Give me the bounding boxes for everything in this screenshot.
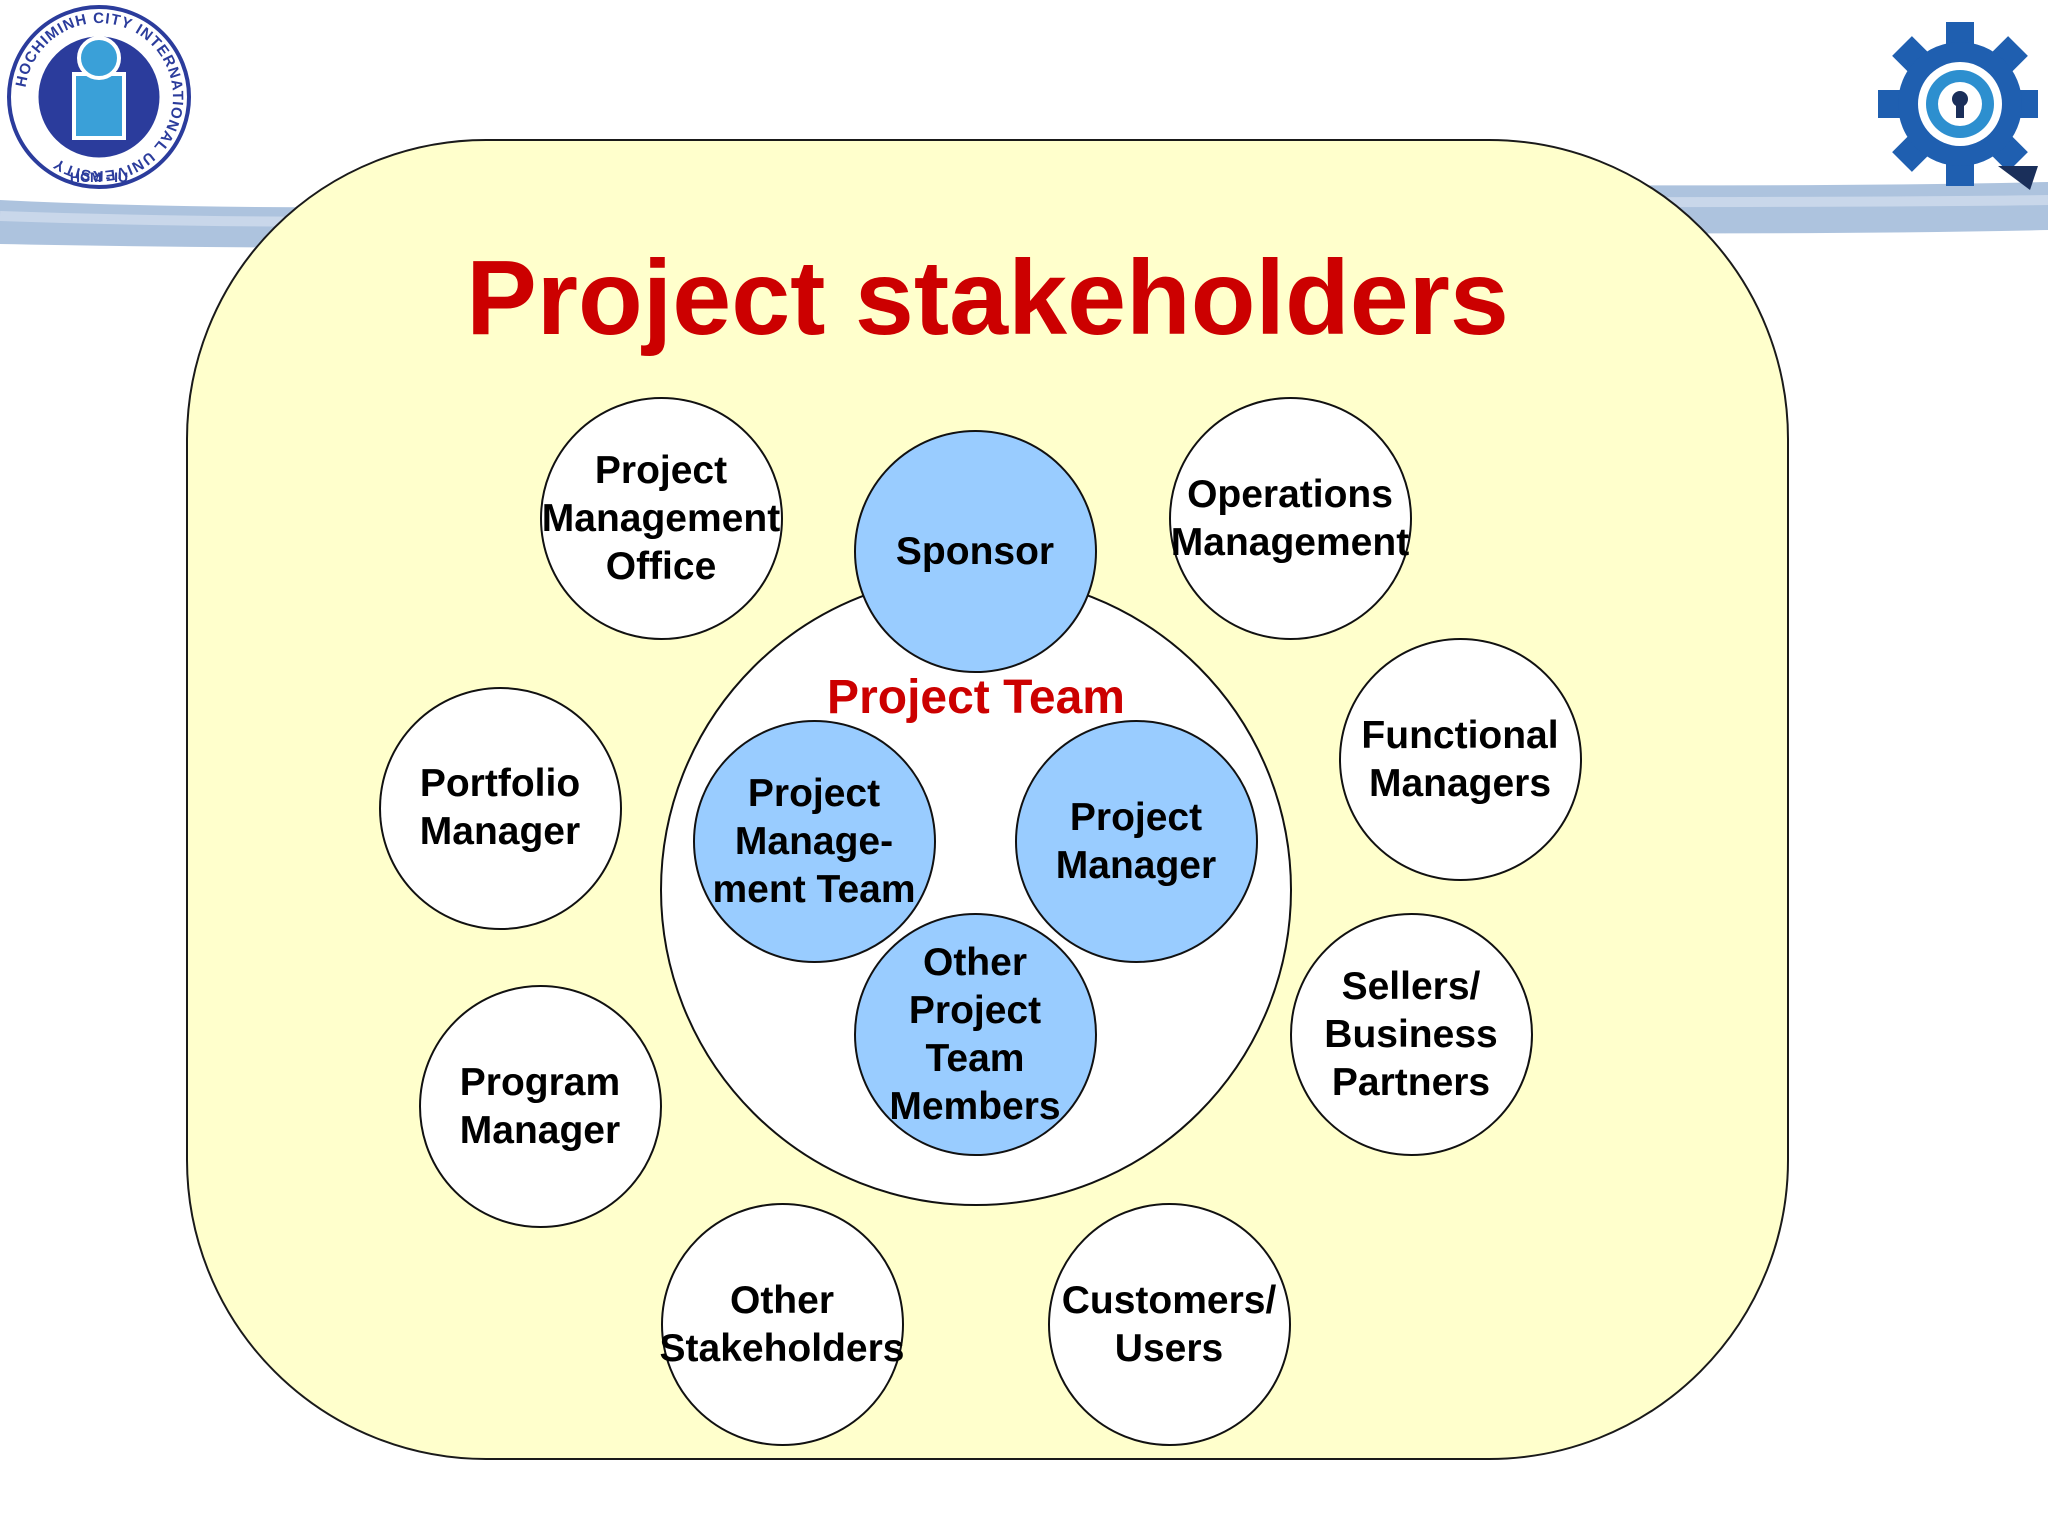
program-manager-circle (419, 985, 662, 1228)
project-team-label: Project Team (827, 671, 1125, 724)
pmo-circle (540, 397, 783, 640)
department-logo (1878, 12, 2042, 190)
functional-managers-circle (1339, 638, 1582, 881)
seal-bottom-text: HCM - IU (70, 169, 128, 185)
other-members-label: Other Project Team Members (889, 941, 1061, 1128)
portfolio-manager-label: Portfolio Manager (419, 762, 581, 853)
functional-managers-label: Functional Managers (1361, 714, 1559, 805)
gear-keyhole-logo-icon (1878, 22, 2042, 190)
sellers-circle (1290, 913, 1533, 1156)
project-manager-label: Project Manager (1055, 796, 1217, 887)
pm-team-label: Project Manage- ment Team (712, 772, 916, 911)
other-stakeholders-label: Other Stakeholders (659, 1279, 905, 1370)
hcmiu-seal-icon: HOCHIMINH CITY INTERNATIONAL UNIVERSITY … (7, 5, 191, 189)
program-manager-label: Program Manager (459, 1061, 621, 1152)
sponsor-circle (854, 430, 1097, 673)
university-logo: HOCHIMINH CITY INTERNATIONAL UNIVERSITY … (6, 4, 192, 190)
other-stakeholders-circle (661, 1203, 904, 1446)
other-members-circle (854, 913, 1097, 1156)
project-manager-circle (1015, 720, 1258, 963)
operations-label: Operations Management (1170, 473, 1410, 564)
operations-circle (1169, 397, 1412, 640)
page-title: Project stakeholders (466, 239, 1509, 357)
portfolio-manager-circle (379, 687, 622, 930)
pmo-label: Project Management Office (541, 449, 781, 588)
customers-circle (1048, 1203, 1291, 1446)
customers-label: Customers/ Users (1061, 1279, 1277, 1370)
pm-team-circle (693, 720, 936, 963)
sellers-label: Sellers/ Business Partners (1324, 965, 1498, 1104)
sponsor-label: Sponsor (895, 530, 1055, 573)
